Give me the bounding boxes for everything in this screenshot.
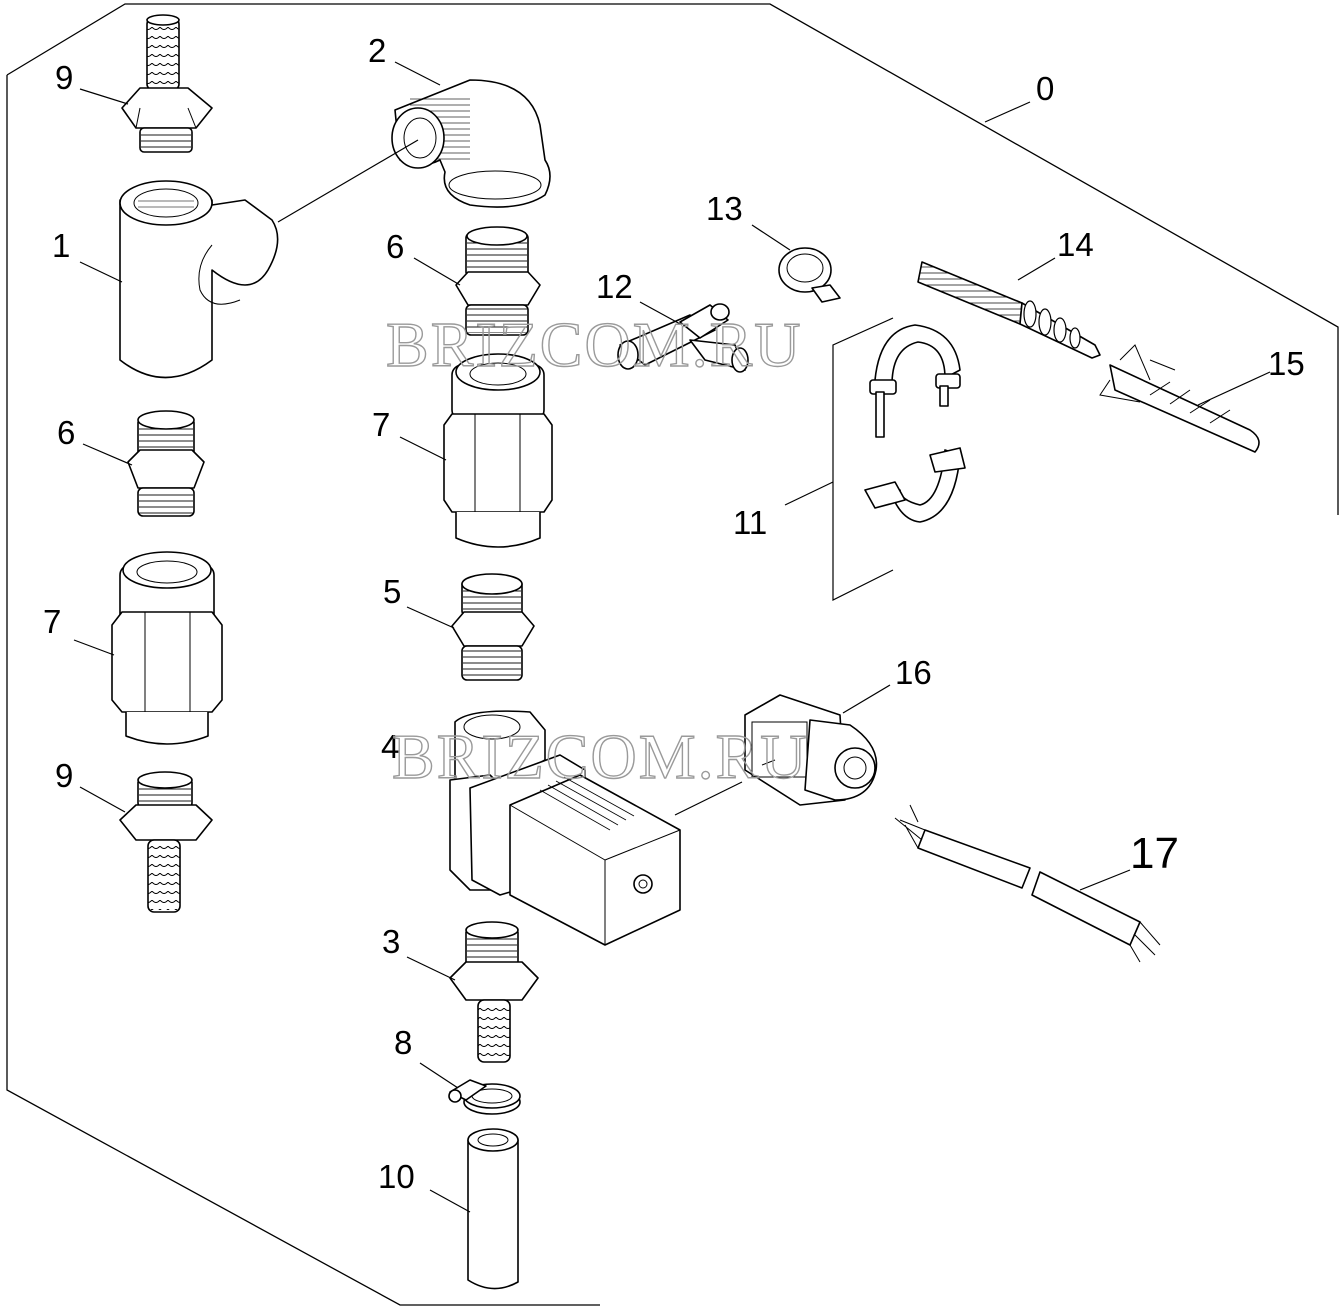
part-6-nipple-center: [455, 226, 541, 336]
callout-10: 10: [378, 1158, 415, 1195]
part-3-hose-adapter: [449, 921, 539, 1063]
callout-5: 5: [383, 573, 401, 610]
part-14-screw: [917, 261, 1101, 359]
callout-11: 11: [733, 504, 767, 541]
part-8-hose-clamp: [448, 1079, 521, 1115]
part-7-check-valve-center: [443, 353, 553, 548]
part-12-hose-tee: [617, 303, 749, 373]
part-11-pipe-clamp: [864, 324, 966, 523]
assembly-frame: [6, 3, 1339, 1306]
part-5-adapter: [451, 573, 535, 681]
callout-7-left: 7: [43, 603, 61, 640]
callout-17: 17: [1130, 829, 1179, 878]
callout-3: 3: [382, 923, 400, 960]
callout-16: 16: [895, 654, 932, 691]
watermarks: BRIZCOM.RU BRIZCOM.RU: [385, 308, 809, 792]
part-13-small-clamp: [778, 247, 841, 303]
callouts: 0 1 2 3 4 5 6 6 7 7 8 9 9 10 11 12 13 14…: [43, 32, 1305, 1195]
part-17-cable: [894, 804, 1161, 963]
part-10-hose: [467, 1128, 519, 1290]
part-15-wall-plug: [1099, 344, 1260, 453]
part-2-elbow-fitting: [391, 79, 551, 208]
part-4-solenoid-valve: [449, 710, 681, 946]
callout-13: 13: [706, 190, 743, 227]
part-7-check-valve-left: [111, 551, 223, 745]
watermark-upper: BRIZCOM.RU: [386, 309, 803, 380]
callout-6-center: 6: [386, 228, 404, 265]
callout-15: 15: [1268, 345, 1305, 382]
callout-2: 2: [368, 32, 386, 69]
watermark-lower: BRIZCOM.RU: [392, 721, 809, 792]
callout-14: 14: [1057, 226, 1094, 263]
callout-9-bottom: 9: [55, 757, 73, 794]
part-16-connector-plug: [744, 694, 878, 806]
callout-7-center: 7: [372, 406, 390, 443]
part-6-nipple-left: [127, 410, 205, 517]
callout-9-top: 9: [55, 59, 73, 96]
leader-lines: [73, 61, 1271, 1213]
callout-1: 1: [52, 227, 70, 264]
callout-12: 12: [596, 268, 633, 305]
callout-4: 4: [381, 728, 399, 765]
part-1-tee-fitting: [119, 180, 279, 379]
part-9-hose-nipple-top: [121, 14, 213, 153]
callout-6-left: 6: [57, 414, 75, 451]
part-9-hose-nipple-bottom: [119, 771, 213, 913]
callout-0: 0: [1036, 70, 1054, 107]
callout-8: 8: [394, 1024, 412, 1061]
